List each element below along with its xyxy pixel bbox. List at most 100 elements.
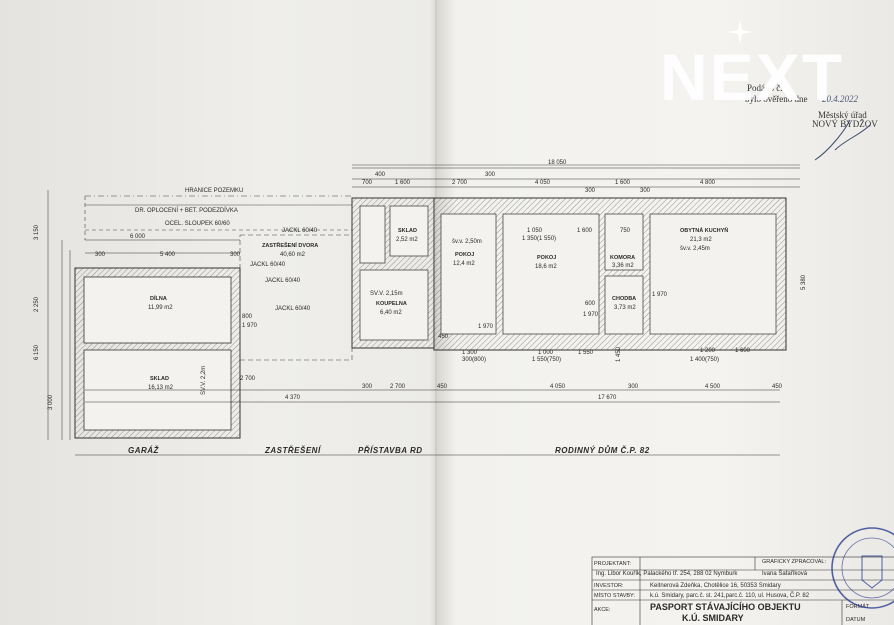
kuchyn-area: 21,3 m2 xyxy=(690,237,712,243)
post-label: OCEL. SLOUPEK 60/60 xyxy=(165,221,230,227)
courtyard-name: ZASTŘEŠENÍ DVORA xyxy=(262,241,318,249)
tb-date-label: DATUM xyxy=(846,617,866,623)
bottom-dim-6: 4 500 xyxy=(705,384,721,390)
stamp-line-2: bylo ověřeno dne xyxy=(745,94,807,104)
misc-dim-11: 2 700 xyxy=(240,376,256,382)
misc-dim-10: 1 970 xyxy=(583,312,599,318)
top-small-dim-1: 400 xyxy=(375,172,386,178)
sklad-garage-area: 16,13 m2 xyxy=(148,385,174,391)
signature xyxy=(814,119,871,161)
tb-graphic-label: GRAFICKY ZPRACOVAL: xyxy=(762,559,826,565)
tb-designer: Ing. Libor Kouřík, Palackého tř. 254, 28… xyxy=(596,571,738,577)
misc-dim-3: 1 000 xyxy=(538,350,554,356)
jackl-label-1: JACKL 60/40 xyxy=(282,228,318,234)
misc-dim-9: 1 970 xyxy=(478,324,494,330)
pokoj2-area: 18,6 m2 xyxy=(535,264,557,270)
bottom-dim-1: 300 xyxy=(362,384,373,390)
misc-dim-14: 800 xyxy=(242,314,253,320)
dimension-lines xyxy=(47,167,800,456)
top-small-dim-2: 300 xyxy=(485,172,496,178)
bottom-dim-5: 300 xyxy=(628,384,639,390)
top-segment-dim-3: 2 700 xyxy=(452,180,468,186)
pokoj2-name: POKOJ xyxy=(537,255,556,261)
pokoj1-area: 12,4 m2 xyxy=(453,261,475,267)
extension-walls xyxy=(351,197,435,349)
garage-top-dim-4: 300 xyxy=(230,252,241,258)
jackl-label-3: JACKL 60/40 xyxy=(265,278,301,284)
tb-investor: Keitnerová Zdeňka, Chotělice 16, 50353 S… xyxy=(650,583,781,589)
misc-dim-21: 450 xyxy=(438,334,449,340)
dilna-name: DÍLNA xyxy=(150,294,167,302)
misc-dim-2: 300(800) xyxy=(462,357,486,363)
house-walls xyxy=(433,197,787,351)
garage-walls xyxy=(74,267,241,439)
dilna-area: 11,99 m2 xyxy=(148,305,173,311)
logo-sparkle-icon xyxy=(728,20,752,44)
top-segment-dim-5: 1 600 xyxy=(615,180,631,186)
chodba-name: CHODBA xyxy=(612,296,636,302)
tb-title-2: K.Ú. SMIDARY xyxy=(682,612,744,623)
top-segment-dim-1: 700 xyxy=(362,180,373,186)
top-segment-dim-4: 4 050 xyxy=(535,180,551,186)
pokoj1-note: šv.v. 2,50m xyxy=(452,239,482,245)
bottom-total-left: 4 370 xyxy=(285,395,301,401)
tb-action-label: AKCE: xyxy=(594,607,611,613)
misc-dim-5: 1 550 xyxy=(578,350,594,356)
misc-dim-7: 1 400(750) xyxy=(690,357,719,363)
top-segment-dim-6: 4 800 xyxy=(700,180,716,186)
misc-dim-4: 1 550(750) xyxy=(532,357,561,363)
stamp-office-2: NOVÝ BYDŽOV xyxy=(812,119,878,129)
misc-dim-17: 1 350(1 550) xyxy=(522,236,556,242)
komora-name: KOMORA xyxy=(610,255,635,261)
left-dim-4: 3 000 xyxy=(48,394,54,410)
garage-top-dim-1: 6 000 xyxy=(130,234,146,240)
tb-place-label: MÍSTO STAVBY: xyxy=(594,592,635,599)
misc-dim-15: 1 970 xyxy=(242,323,258,329)
garage-top-dim-3: 5 400 xyxy=(160,252,176,258)
bottom-dim-2: 2 700 xyxy=(390,384,406,390)
misc-dim-16: 1 050 xyxy=(527,228,543,234)
jackl-label-2: JACKL 60/40 xyxy=(250,262,286,268)
stamp-office-1: Městský úřad xyxy=(818,110,867,120)
left-dim-2: 2 250 xyxy=(34,296,40,312)
kuchyn-name: OBYTNÁ KUCHYŇ xyxy=(680,226,728,234)
misc-dim-12: 5 380 xyxy=(801,274,807,290)
kuchyn-note: šv.v. 2,45m xyxy=(680,246,710,252)
tb-title-1: PASPORT STÁVAJÍCÍHO OBJEKTU xyxy=(650,602,801,612)
section-dum: RODINNÝ DŮM Č.P. 82 xyxy=(555,445,650,455)
bottom-dim-7: 450 xyxy=(772,384,783,390)
misc-dim-8: 1 600 xyxy=(735,348,751,354)
next-logo: NEXT xyxy=(660,40,844,114)
left-dim-3: 6 150 xyxy=(34,344,40,360)
misc-dim-19: 600 xyxy=(585,301,596,307)
stamp-line-1: Podáno č. ... xyxy=(747,83,792,93)
tb-graphic: Ivana Šafaříková xyxy=(762,570,808,577)
misc-dim-1: 1 300 xyxy=(462,350,478,356)
bottom-dim-4: 4 050 xyxy=(550,384,566,390)
sklad-small-name: SKLAD xyxy=(398,228,417,234)
koupelna-area: 6,40 m2 xyxy=(380,310,402,316)
misc-dim-22: 1 450 xyxy=(616,346,622,362)
title-block xyxy=(591,556,894,625)
section-garaz: GARÁŽ xyxy=(128,446,160,455)
bottom-total-right: 17 670 xyxy=(598,395,617,401)
official-round-stamp xyxy=(831,527,894,609)
misc-dim-18: 1 600 xyxy=(577,228,593,234)
sklad-small-area: 2,52 m2 xyxy=(396,237,418,243)
jackl-label-4: JACKL 60/40 xyxy=(275,306,311,312)
garage-top-dim-2: 300 xyxy=(95,252,106,258)
left-dim-1: 3 150 xyxy=(34,224,40,240)
top-segment-dim-2: 1 600 xyxy=(395,180,411,186)
section-zastreseni: ZASTŘEŠENÍ xyxy=(264,446,322,455)
sklad-garage-name: SKLAD xyxy=(150,376,169,382)
misc-dim-20: 1 970 xyxy=(652,292,668,298)
komora-area: 3,36 m2 xyxy=(612,263,634,269)
top-total-dim: 18 050 xyxy=(548,160,567,166)
tb-investor-label: INVESTOR: xyxy=(594,583,624,589)
pokoj1-name: POKOJ xyxy=(455,252,474,258)
misc-dim-13: 750 xyxy=(620,228,631,234)
sklad-garage-note: SV.V. 2,2m xyxy=(201,366,207,395)
top-small-dim-3: 300 xyxy=(585,188,596,194)
